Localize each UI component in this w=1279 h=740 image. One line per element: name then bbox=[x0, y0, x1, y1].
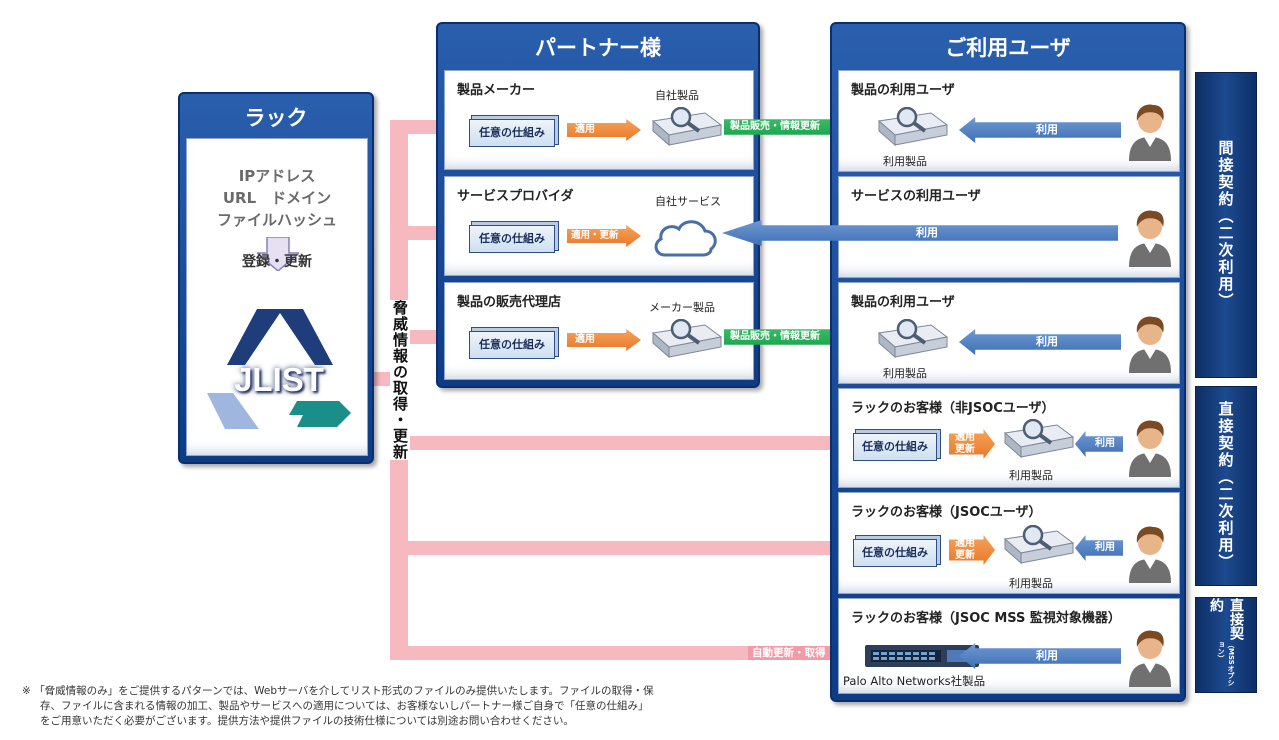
product-label: 自社製品 bbox=[655, 89, 699, 102]
use-arrow: 利用 bbox=[959, 117, 1121, 143]
partner-row-head: 製品メーカー bbox=[457, 83, 536, 98]
lac-data-hash: ファイルハッシュ bbox=[216, 211, 337, 229]
threat-line-mss bbox=[390, 646, 830, 660]
apply-update-arrow: 適用・更新 bbox=[567, 225, 641, 247]
product-label: Palo Alto Networks社製品 bbox=[843, 674, 986, 688]
use-arrow: 利用 bbox=[959, 643, 1121, 669]
user-avatar-icon bbox=[1129, 104, 1171, 161]
cloud-icon bbox=[654, 220, 717, 257]
appliance-icon bbox=[651, 107, 723, 147]
apply-arrow: 適用 bbox=[567, 119, 641, 141]
apply-update-arrow: 適用 更新 bbox=[949, 429, 995, 459]
user-avatar-icon bbox=[1129, 316, 1171, 373]
appliance-icon bbox=[877, 107, 949, 147]
indirect-contract-bar: 間接契約（二次利用） bbox=[1195, 72, 1257, 378]
user-avatar-icon bbox=[1129, 630, 1171, 687]
custom-mechanism-box: 任意の仕組み bbox=[469, 119, 555, 147]
direct-mss-contract-sub: （MSSオプション） bbox=[1217, 641, 1235, 686]
product-label: 利用製品 bbox=[1009, 577, 1053, 590]
apply-arrow: 適用 bbox=[567, 329, 641, 351]
direct-secondary-contract-bar: 直接契約（二次利用） bbox=[1195, 386, 1257, 586]
lac-inner: IPアドレス URL ドメイン ファイルハッシュ 登録・更新 JLIST bbox=[186, 138, 368, 456]
use-arrow: 利用 bbox=[959, 329, 1121, 355]
apply-update-arrow: 適用 更新 bbox=[949, 535, 995, 565]
product-label: 自社サービス bbox=[655, 195, 721, 208]
jlist-logo bbox=[207, 309, 351, 429]
appliance-icon bbox=[1003, 419, 1075, 459]
threat-info-label: 脅威情報の取得・更新 bbox=[390, 300, 410, 460]
direct-mss-contract-label: 直接契約 bbox=[1208, 598, 1244, 640]
threat-line-jsoc bbox=[390, 541, 850, 555]
threat-line-non-jsoc bbox=[390, 436, 850, 450]
users-row-head: 製品の利用ユーザ bbox=[851, 83, 955, 98]
down-arrow-icon bbox=[257, 237, 299, 271]
user-avatar-icon bbox=[1129, 420, 1171, 477]
partner-panel: パートナー様 製品メーカー 任意の仕組み 適用 自社製品 サービスプロバイダ 任… bbox=[436, 22, 760, 388]
appliance-icon bbox=[877, 319, 949, 359]
footnote-line: ※ 「脅威情報のみ」をご提供するパターンでは、Webサーバを介してリスト形式のフ… bbox=[22, 685, 654, 697]
users-row-product-2: 製品の利用ユーザ 利用製品 利用 bbox=[838, 282, 1180, 384]
users-panel: ご利用ユーザ 製品の利用ユーザ 利用製品 利用 サービスの利用ユーザ bbox=[830, 22, 1186, 702]
partner-row-maker: 製品メーカー 任意の仕組み 適用 自社製品 bbox=[444, 70, 754, 170]
use-arrow: 利用 bbox=[1075, 431, 1123, 457]
lac-panel: ラック IPアドレス URL ドメイン ファイルハッシュ 登録・更新 JLIST bbox=[178, 92, 374, 464]
lac-data-url: URL ドメイン bbox=[222, 189, 332, 207]
direct-mss-contract-bar: 直接契約 （MSSオプション） bbox=[1195, 597, 1257, 693]
lac-data-list: IPアドレス URL ドメイン ファイルハッシュ bbox=[187, 165, 367, 231]
partner-row-head: 製品の販売代理店 bbox=[457, 295, 562, 310]
user-avatar-icon bbox=[1129, 526, 1171, 583]
product-label: 利用製品 bbox=[883, 367, 927, 380]
partner-row-reseller: 製品の販売代理店 任意の仕組み 適用 メーカー製品 bbox=[444, 282, 754, 380]
users-row-head: サービスの利用ユーザ bbox=[851, 189, 981, 204]
use-arrow: 利用 bbox=[1075, 535, 1123, 561]
users-row-non-jsoc: ラックのお客様（非JSOCユーザ） 任意の仕組み 適用 更新 利用製品 利用 bbox=[838, 388, 1180, 488]
custom-mechanism-box: 任意の仕組み bbox=[469, 331, 555, 359]
product-label: 利用製品 bbox=[1009, 469, 1053, 482]
footnote: ※ 「脅威情報のみ」をご提供するパターンでは、Webサーバを介してリスト形式のフ… bbox=[22, 684, 654, 729]
footnote-line: 存、ファイルに含まれる情報の加工、製品やサービスへの適用については、お客様ないし… bbox=[40, 700, 649, 712]
firewall-appliance-icon bbox=[865, 645, 979, 667]
users-row-head: ラックのお客様（JSOC MSS 監視対象機器） bbox=[851, 611, 1121, 626]
partner-row-provider: サービスプロバイダ 任意の仕組み 適用・更新 自社サービス bbox=[444, 176, 754, 276]
users-row-product: 製品の利用ユーザ 利用製品 利用 bbox=[838, 70, 1180, 172]
lac-data-ip: IPアドレス bbox=[238, 167, 316, 185]
appliance-icon bbox=[651, 319, 723, 359]
users-row-jsoc: ラックのお客様（JSOCユーザ） 任意の仕組み 適用 更新 利用製品 利用 bbox=[838, 492, 1180, 594]
partner-row-head: サービスプロバイダ bbox=[457, 189, 574, 204]
users-row-head: 製品の利用ユーザ bbox=[851, 295, 955, 310]
custom-mechanism-box: 任意の仕組み bbox=[853, 539, 937, 567]
register-update-label: 登録・更新 bbox=[242, 254, 312, 270]
lac-title: ラック bbox=[244, 106, 308, 130]
product-label: 利用製品 bbox=[883, 155, 927, 168]
appliance-icon bbox=[1003, 525, 1075, 565]
jlist-logo-text: JLIST bbox=[234, 361, 324, 398]
footnote-line: をご用意いただく必要がございます。提供方法や提供ファイルの技術仕様については別途… bbox=[40, 715, 574, 727]
users-row-mss: ラックのお客様（JSOC MSS 監視対象機器） Palo Alto Netwo… bbox=[838, 598, 1180, 694]
product-label: メーカー製品 bbox=[649, 301, 715, 314]
users-row-head: ラックのお客様（JSOCユーザ） bbox=[851, 505, 1042, 520]
user-avatar-icon bbox=[1129, 210, 1171, 267]
custom-mechanism-box: 任意の仕組み bbox=[469, 225, 555, 253]
auto-update-label: 自動更新・取得 bbox=[748, 646, 830, 660]
users-row-head: ラックのお客様（非JSOCユーザ） bbox=[851, 401, 1055, 416]
users-title: ご利用ユーザ bbox=[945, 36, 1071, 60]
partner-title: パートナー様 bbox=[535, 36, 661, 60]
custom-mechanism-box: 任意の仕組み bbox=[853, 433, 937, 461]
